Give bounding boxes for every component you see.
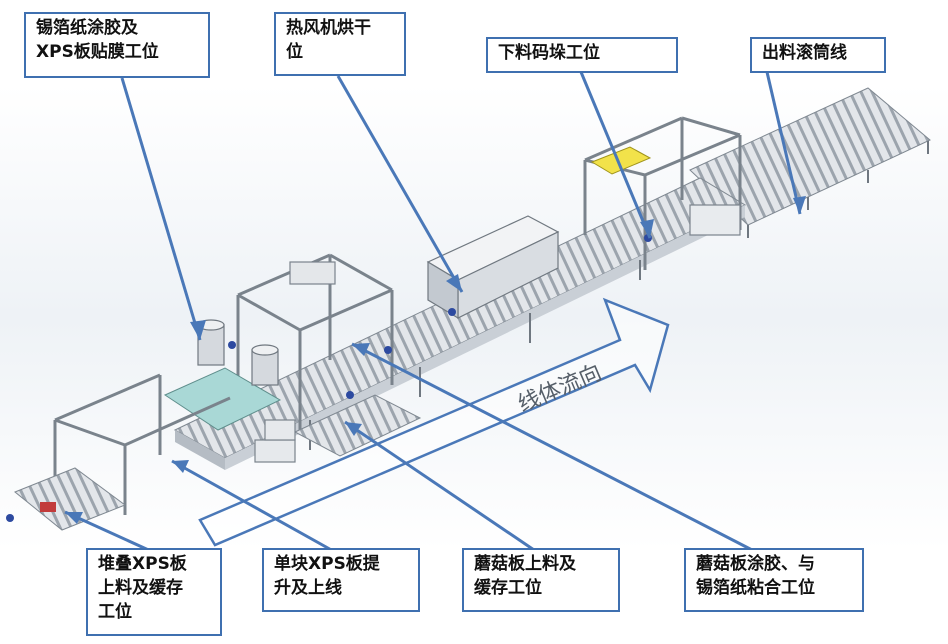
xps-stack-frame (53, 373, 231, 515)
label-mushroom-glue-bond: 蘑菇板涂胶、与 锡箔纸粘合工位 (684, 548, 864, 612)
label-single-xps-lift: 单块XPS板提 升及上线 (262, 548, 420, 612)
label-stack-xps-buffer: 堆叠XPS板 上料及缓存 工位 (86, 548, 222, 636)
motor-icon (6, 514, 14, 522)
foil-drums (197, 319, 279, 386)
red-drive-unit (40, 502, 56, 512)
entry-roller-line (6, 467, 127, 531)
leader-arrowheads (65, 196, 806, 524)
label-mushroom-load-buffer: 蘑菇板上料及 缓存工位 (462, 548, 620, 612)
label-unload-stack-station: 下料码垛工位 (486, 37, 678, 73)
hot-air-dryer (426, 215, 560, 320)
yellow-panel (590, 146, 652, 175)
label-hot-air-dryer: 热风机烘干 位 (274, 12, 406, 76)
gantry-top-box (289, 261, 336, 285)
label-foil-glue-xps-station: 锡箔纸涂胶及 XPS板贴膜工位 (24, 12, 210, 78)
stacked-boards (689, 204, 741, 236)
leader-lines (64, 71, 802, 554)
label-outfeed-roller-line: 出料滚筒线 (750, 37, 886, 73)
line-motors (228, 234, 652, 399)
glue-table (163, 367, 282, 431)
